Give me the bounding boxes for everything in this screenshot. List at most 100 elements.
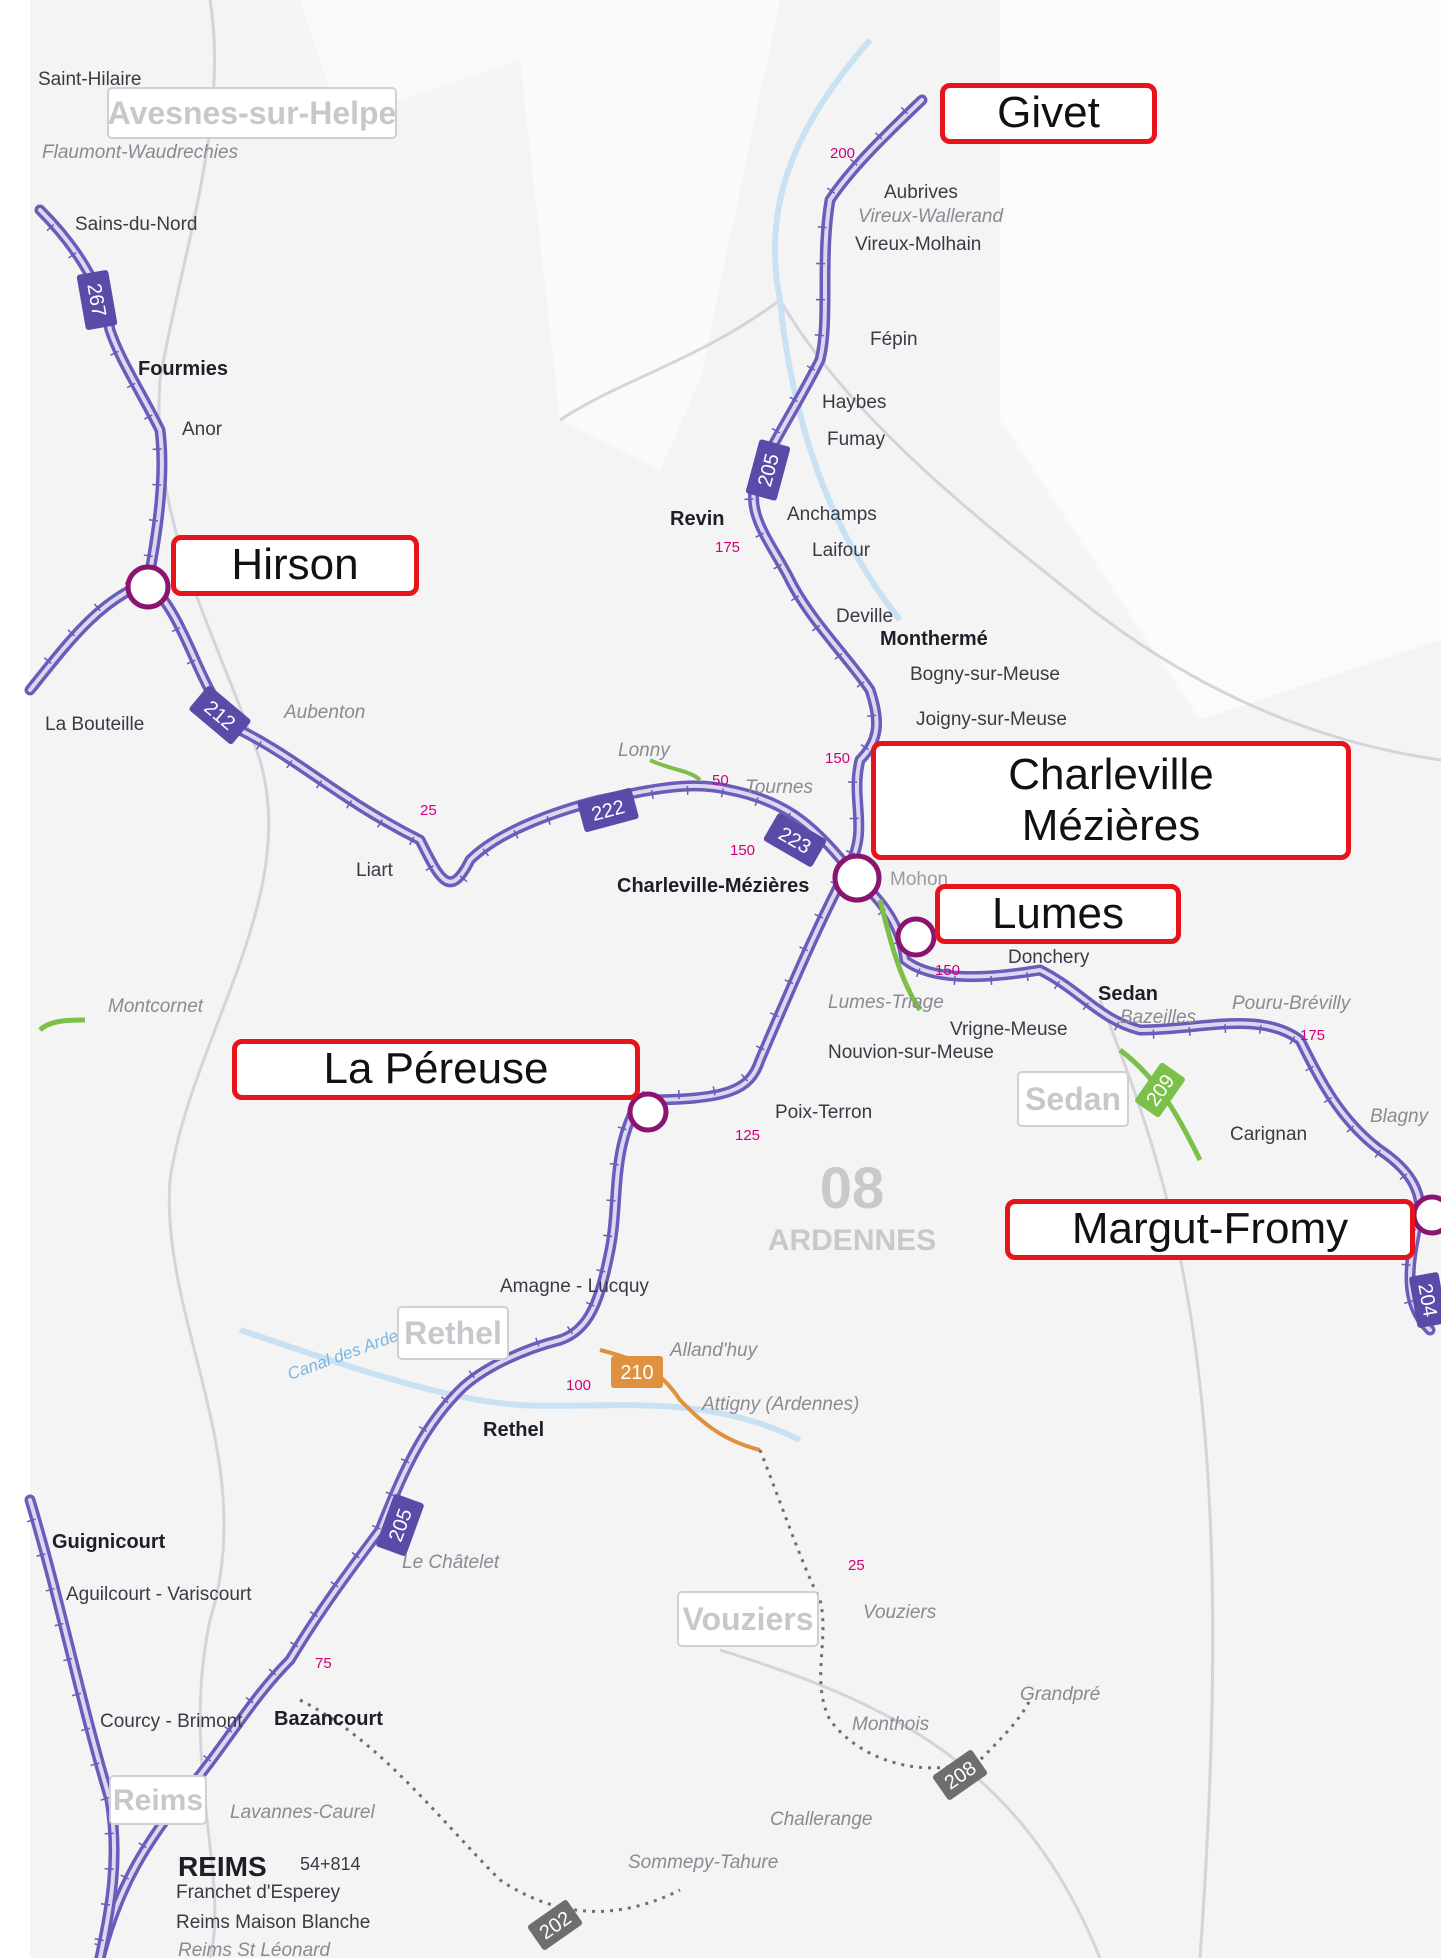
track-tick [81,1727,91,1732]
track-tick [203,1755,212,1762]
department-name: ARDENNES [768,1224,936,1257]
station-label: Anchamps [787,504,877,525]
track-tick [606,1199,616,1202]
track-tick [806,365,816,371]
station-label: Nouvion-sur-Meuse [828,1042,994,1063]
charleville-marker [832,853,882,903]
track-tick [860,743,870,751]
track-tick [268,1668,277,1676]
track-tick [93,603,101,612]
station-label: Aubrives [884,182,958,203]
track-tick [351,1551,360,1559]
track-tick [286,760,293,769]
track-tick [152,483,162,486]
track-tick [814,913,824,919]
track-tick [409,836,415,846]
speed-labels: 200 175 150 25 50 150 150 175 125 100 75… [315,145,1325,1672]
station-label: Vireux-Wallerand [858,206,1004,227]
station-label: Reims Maison Blanche [176,1912,370,1933]
station-label: Tournes [745,777,813,798]
track-tick [755,1045,765,1051]
callout-la-pereuse[interactable]: La Péreuse [232,1039,640,1100]
speed-label: 175 [1300,1027,1325,1044]
station-label: Aubenton [283,702,365,723]
track-inner [28,1498,117,1958]
station-label: Deville [836,606,893,627]
speed-label: 150 [730,842,755,859]
callout-givet[interactable]: Givet [940,83,1157,144]
track-tick [171,626,181,633]
speed-label: 125 [735,1127,760,1144]
station-label: Saint-Hilaire [38,69,141,90]
track-tick [459,875,468,883]
track-tick [867,714,877,717]
track-tick [468,1370,475,1379]
track-tick [1346,1125,1355,1133]
speed-label: 200 [830,145,855,162]
track-tick [990,975,993,985]
track-tick [585,1301,595,1307]
track-tick [26,1518,36,1523]
reims-pk-label: 54+814 [300,1854,361,1874]
speed-label: 25 [848,1557,865,1574]
track-tick [94,1937,104,1942]
track-tick [67,629,76,637]
callout-hirson[interactable]: Hirson [171,535,419,596]
track-tick [834,652,843,660]
callout-margut-fromy[interactable]: Margut-Fromy [1005,1199,1415,1260]
station-label: Anor [182,419,223,440]
track-tick [566,1326,574,1335]
track-tick [513,830,519,839]
callout-label: Hirson [231,540,359,590]
station-label: Mohon [890,869,948,890]
station-label: Fépin [870,329,918,350]
track-inner [751,98,924,870]
prefecture-label: Rethel [404,1315,502,1351]
track-tick [770,1012,779,1018]
station-label: Lonny [618,740,671,761]
track-tick [826,187,836,194]
terrain-light [30,0,780,470]
station-label: Fumay [827,429,886,450]
track-tick [68,252,77,259]
track-tick [1289,1036,1296,1045]
track-tick [289,1641,299,1648]
callout-label: Margut-Fromy [1071,1204,1349,1254]
track-tick [849,158,858,166]
station-label: Bazancourt [274,1708,383,1730]
station-label: Sedan [1098,983,1158,1005]
track-tick [482,848,490,857]
la-pereuse-marker [627,1091,669,1133]
track-tick [856,681,865,688]
bold-station-labels: Fourmies Revin Monthermé Sedan Charlevil… [52,358,1158,1882]
station-label: Poix-Terron [775,1102,872,1123]
track-tick [126,382,136,389]
track-tick [138,1842,147,1849]
track-inner [38,208,164,584]
track-tick [712,1086,716,1096]
station-label: Bogny-sur-Meuse [910,664,1060,685]
station-label: Blagny [1370,1106,1430,1127]
track-tick [371,1524,381,1530]
track-tick [440,1396,449,1404]
prefecture-label: Vouziers [683,1601,814,1637]
callout-lumes[interactable]: Lumes [935,884,1181,944]
track-tick [900,106,909,115]
speed-label: 150 [935,962,960,979]
track-tick [245,1696,254,1704]
track-inner [846,866,1422,1212]
track-tick [845,850,855,855]
prefecture-label: Avesnes-sur-Helpe [108,95,397,131]
speed-label: 25 [420,802,437,819]
track-tick [609,1162,619,1166]
track-tick [346,800,353,809]
speed-label: 150 [825,750,850,767]
track-tick [755,532,765,538]
callout-label-line1: Charleville [1008,749,1214,799]
track-tick [1305,1065,1314,1072]
track-tick [63,1657,73,1662]
track-tick [72,1692,82,1697]
station-label: Donchery [1008,947,1090,968]
track-tick [535,1337,540,1347]
